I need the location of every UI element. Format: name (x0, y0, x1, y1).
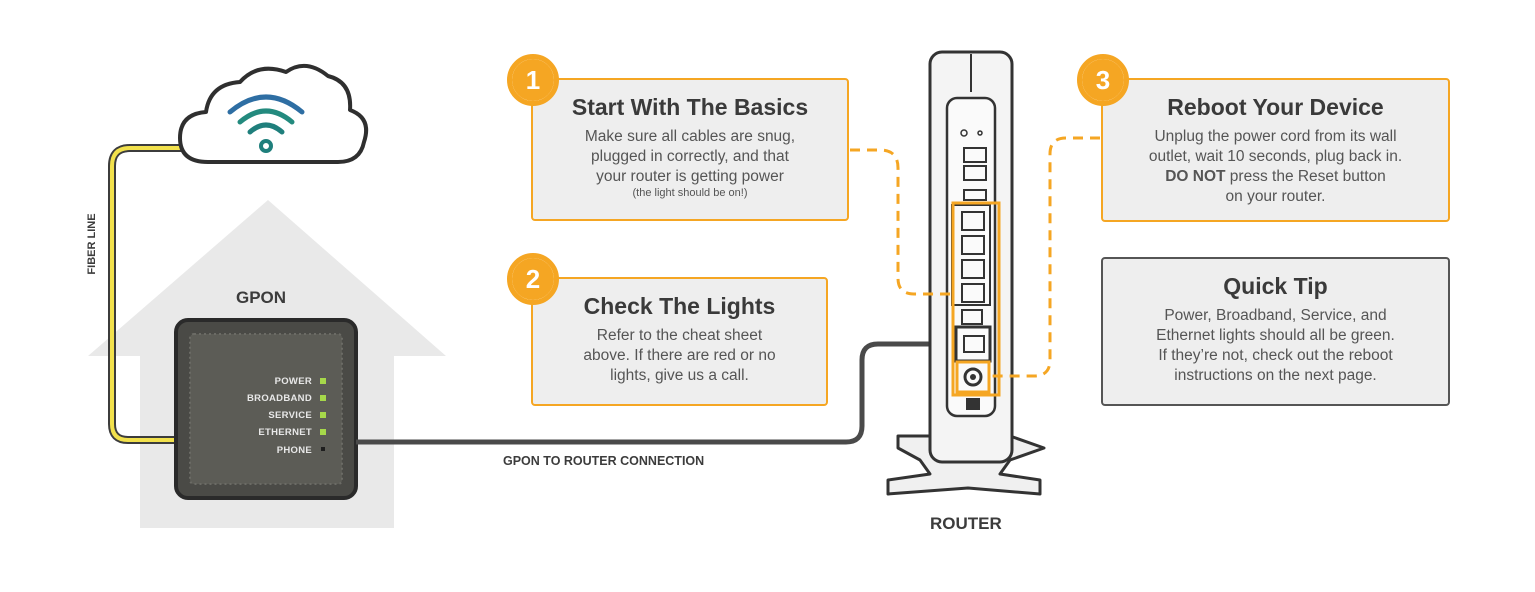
gpon-light-broadband: BROADBAND (247, 393, 312, 404)
step-1-text: Make sure all cables are snug, plugged i… (533, 127, 847, 200)
step-1-badge: 1 (507, 54, 559, 106)
step-1-note: (the light should be on!) (632, 187, 748, 199)
gpon-light-phone: PHONE (276, 445, 312, 456)
step-3-emphasis: DO NOT (1165, 168, 1226, 185)
gpon-light-power: POWER (274, 376, 312, 387)
step-1-line-3: your router is getting power (596, 168, 784, 185)
router-label: ROUTER (930, 514, 1002, 533)
quick-tip-line-3: If they’re not, check out the reboot (1158, 347, 1393, 364)
quick-tip-text: Power, Broadband, Service, and Ethernet … (1103, 306, 1448, 386)
step-2-number: 2 (512, 258, 554, 300)
gpon-device-icon (174, 318, 358, 500)
step-1-line-2: plugged in correctly, and that (591, 148, 789, 165)
step-2-line-3: lights, give us a call. (610, 367, 749, 384)
router-power-highlight (955, 360, 991, 394)
quick-tip-title: Quick Tip (1223, 273, 1328, 299)
leader-step1 (850, 148, 953, 296)
step-2-text: Refer to the cheat sheet above. If there… (533, 326, 826, 386)
wifi-icon (227, 94, 305, 153)
step-2-badge: 2 (507, 253, 559, 305)
step-3-line-3: press the Reset button (1225, 168, 1386, 185)
step-2-line-1: Refer to the cheat sheet (596, 327, 763, 344)
gpon-router-cable (356, 341, 964, 445)
connection-label: GPON TO ROUTER CONNECTION (503, 454, 705, 468)
step-3-box: Reboot Your Device Unplug the power cord… (1101, 78, 1450, 222)
step-3-line-4: on your router. (1225, 188, 1326, 205)
step-1-number: 1 (512, 59, 554, 101)
router-port-highlight (951, 201, 1001, 397)
gpon-label: GPON (236, 288, 287, 307)
step-1-line-1: Make sure all cables are snug, (584, 128, 796, 145)
quick-tip-box: Quick Tip Power, Broadband, Service, and… (1101, 257, 1450, 406)
step-3-number: 3 (1082, 59, 1124, 101)
step-3-badge: 3 (1077, 54, 1129, 106)
quick-tip-line-1: Power, Broadband, Service, and (1164, 307, 1387, 324)
step-1-box: Start With The Basics Make sure all cabl… (531, 78, 849, 221)
fiber-line-label: FIBER LINE (86, 213, 98, 275)
leader-step3 (990, 136, 1100, 378)
quick-tip-line-2: Ethernet lights should all be green. (1156, 327, 1395, 344)
gpon-light-list: POWER BROADBAND SERVICE ETHERNET PHONE (200, 376, 312, 466)
gpon-light-service: SERVICE (268, 410, 312, 421)
step-3-text: Unplug the power cord from its wall outl… (1103, 127, 1448, 207)
step-3-line-1: Unplug the power cord from its wall (1154, 128, 1397, 145)
step-3-title: Reboot Your Device (1167, 94, 1384, 120)
step-2-box: Check The Lights Refer to the cheat shee… (531, 277, 828, 406)
gpon-light-ethernet: ETHERNET (258, 427, 312, 438)
router-device-icon (886, 50, 1046, 496)
step-2-line-2: above. If there are red or no (583, 347, 776, 364)
quick-tip-line-4: instructions on the next page. (1174, 367, 1377, 384)
step-1-title: Start With The Basics (571, 94, 809, 120)
step-3-line-2: outlet, wait 10 seconds, plug back in. (1148, 148, 1403, 165)
step-2-title: Check The Lights (583, 293, 776, 319)
